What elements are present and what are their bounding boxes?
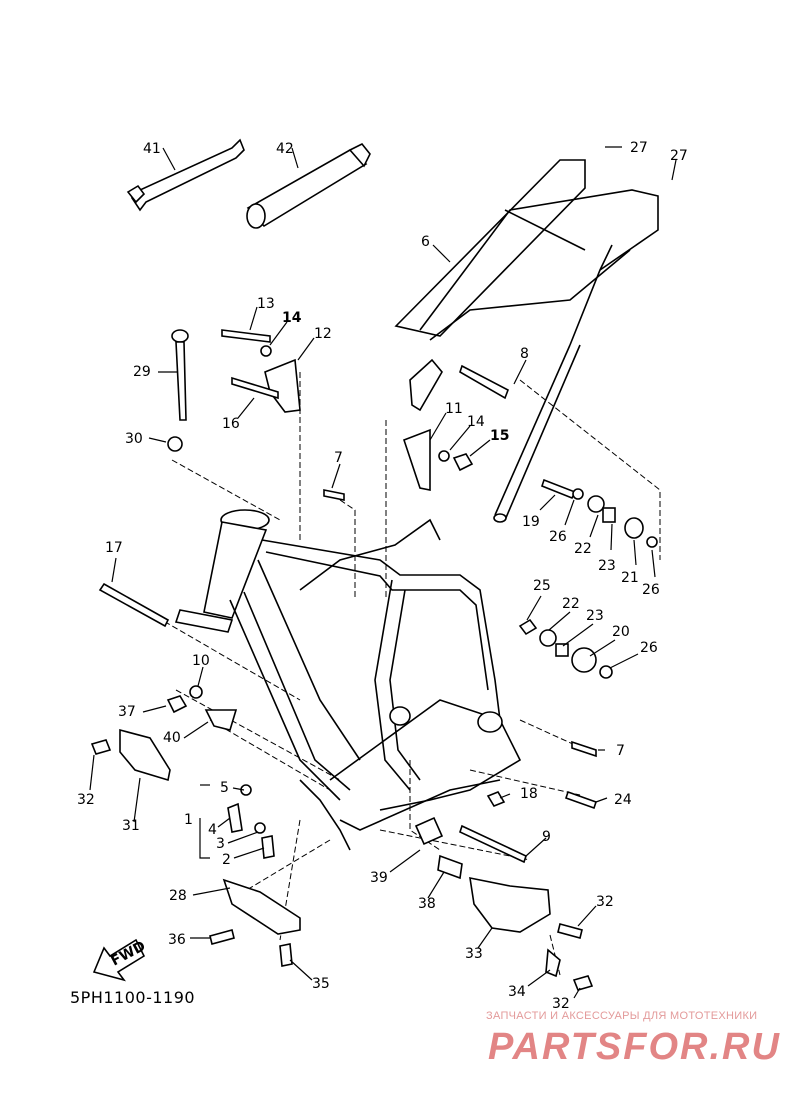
label-31: 31: [122, 818, 140, 834]
label-34: 34: [508, 984, 526, 1000]
label-1: 1: [184, 812, 193, 828]
label-33: 33: [465, 946, 483, 962]
label-8: 8: [520, 346, 529, 362]
label-32-left: 32: [77, 792, 95, 808]
label-32-bottom: 32: [552, 996, 570, 1012]
label-42: 42: [276, 141, 294, 157]
small-parts: [90, 329, 658, 991]
wrench-tool-icon: [126, 138, 245, 212]
label-23-b: 23: [586, 608, 604, 624]
label-19: 19: [522, 514, 540, 530]
fwd-arrow-icon: FWD: [92, 938, 148, 982]
label-26-c: 26: [640, 640, 658, 656]
label-2: 2: [222, 852, 231, 868]
label-17: 17: [105, 540, 123, 556]
label-30: 30: [125, 431, 143, 447]
label-27-top: 27: [630, 140, 648, 156]
label-5: 5: [220, 780, 229, 796]
label-9: 9: [542, 829, 551, 845]
label-20: 20: [612, 624, 630, 640]
label-37: 37: [118, 704, 136, 720]
part-labels: 41 42 27 27 6 13 14 12 29 16 30 8 11 14 …: [77, 140, 688, 1012]
label-11: 11: [445, 401, 463, 417]
watermark-tagline: ЗАПЧАСТИ И АКСЕССУАРЫ ДЛЯ МОТОТЕХНИКИ: [486, 1010, 758, 1022]
leader-lines: [89, 146, 677, 999]
label-32-right: 32: [596, 894, 614, 910]
rear-subframe: [394, 159, 659, 523]
label-26-b: 26: [642, 582, 660, 598]
label-6: 6: [421, 234, 430, 250]
label-23-a: 23: [598, 558, 616, 574]
label-27-right: 27: [670, 148, 688, 164]
label-36: 36: [168, 932, 186, 948]
label-38: 38: [418, 896, 436, 912]
label-28: 28: [169, 888, 187, 904]
label-40: 40: [163, 730, 181, 746]
label-21: 21: [621, 570, 639, 586]
label-18: 18: [520, 786, 538, 802]
guide-lines: [109, 372, 661, 976]
label-15: 15: [490, 428, 509, 444]
label-26-a: 26: [549, 529, 567, 545]
label-16: 16: [222, 416, 240, 432]
label-12: 12: [314, 326, 332, 342]
main-frame: [174, 509, 522, 851]
diagram-code: 5PH1100-1190: [70, 988, 196, 1007]
label-10: 10: [192, 653, 210, 669]
label-7-lower: 7: [616, 743, 625, 759]
label-35: 35: [312, 976, 330, 992]
label-14-upper: 14: [282, 310, 302, 326]
label-39: 39: [370, 870, 388, 886]
watermark-logo: PARTSFOR.RU: [488, 1026, 781, 1068]
label-4: 4: [208, 822, 217, 838]
label-22-a: 22: [574, 541, 592, 557]
label-22-b: 22: [562, 596, 580, 612]
label-29: 29: [133, 364, 151, 380]
label-3: 3: [216, 836, 225, 852]
label-14-lower: 14: [467, 414, 485, 430]
label-24: 24: [614, 792, 632, 808]
label-25: 25: [533, 578, 551, 594]
plug-wrench-icon: [246, 142, 371, 229]
label-41: 41: [143, 141, 161, 157]
label-13: 13: [257, 296, 275, 312]
label-7-upper: 7: [334, 450, 343, 466]
